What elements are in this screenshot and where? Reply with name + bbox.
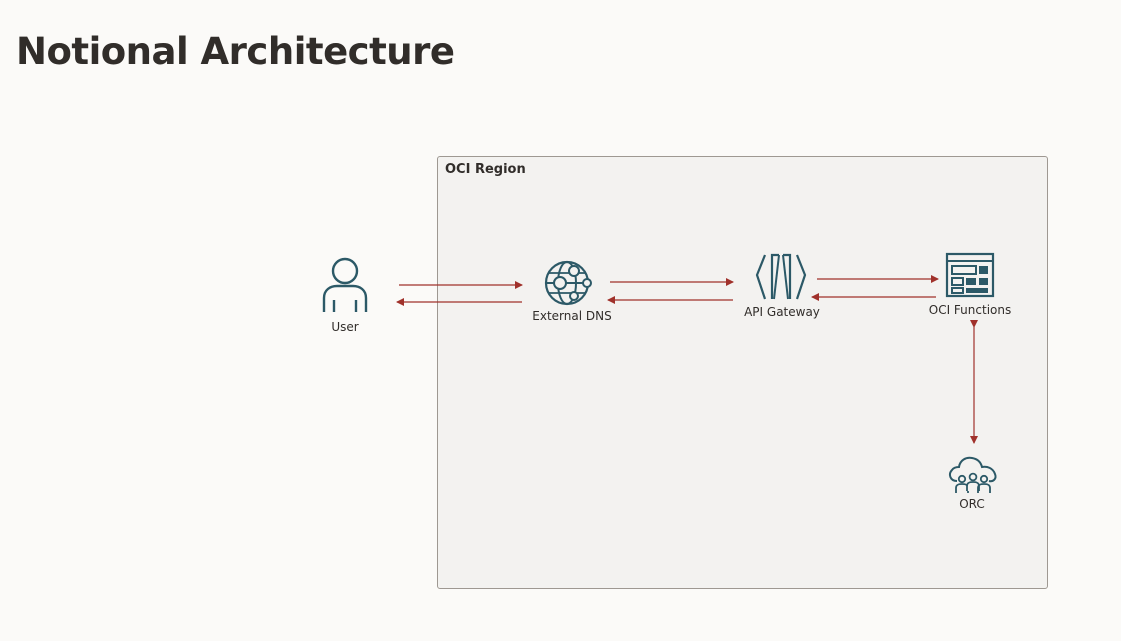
functions-icon — [945, 252, 995, 298]
user-label: User — [331, 320, 359, 334]
oci-functions-label: OCI Functions — [928, 303, 1012, 317]
page-title: Notional Architecture — [16, 30, 455, 73]
globe-dns-icon — [544, 260, 592, 306]
cloud-group-icon — [948, 456, 997, 493]
oci-region-container: OCI Region — [437, 156, 1048, 589]
external-dns-label: External DNS — [532, 309, 612, 323]
orc-label: ORC — [959, 497, 985, 511]
region-label: OCI Region — [445, 162, 526, 177]
api-gateway-label: API Gateway — [744, 305, 820, 319]
api-gateway-icon — [755, 253, 807, 300]
user-icon — [322, 257, 368, 312]
